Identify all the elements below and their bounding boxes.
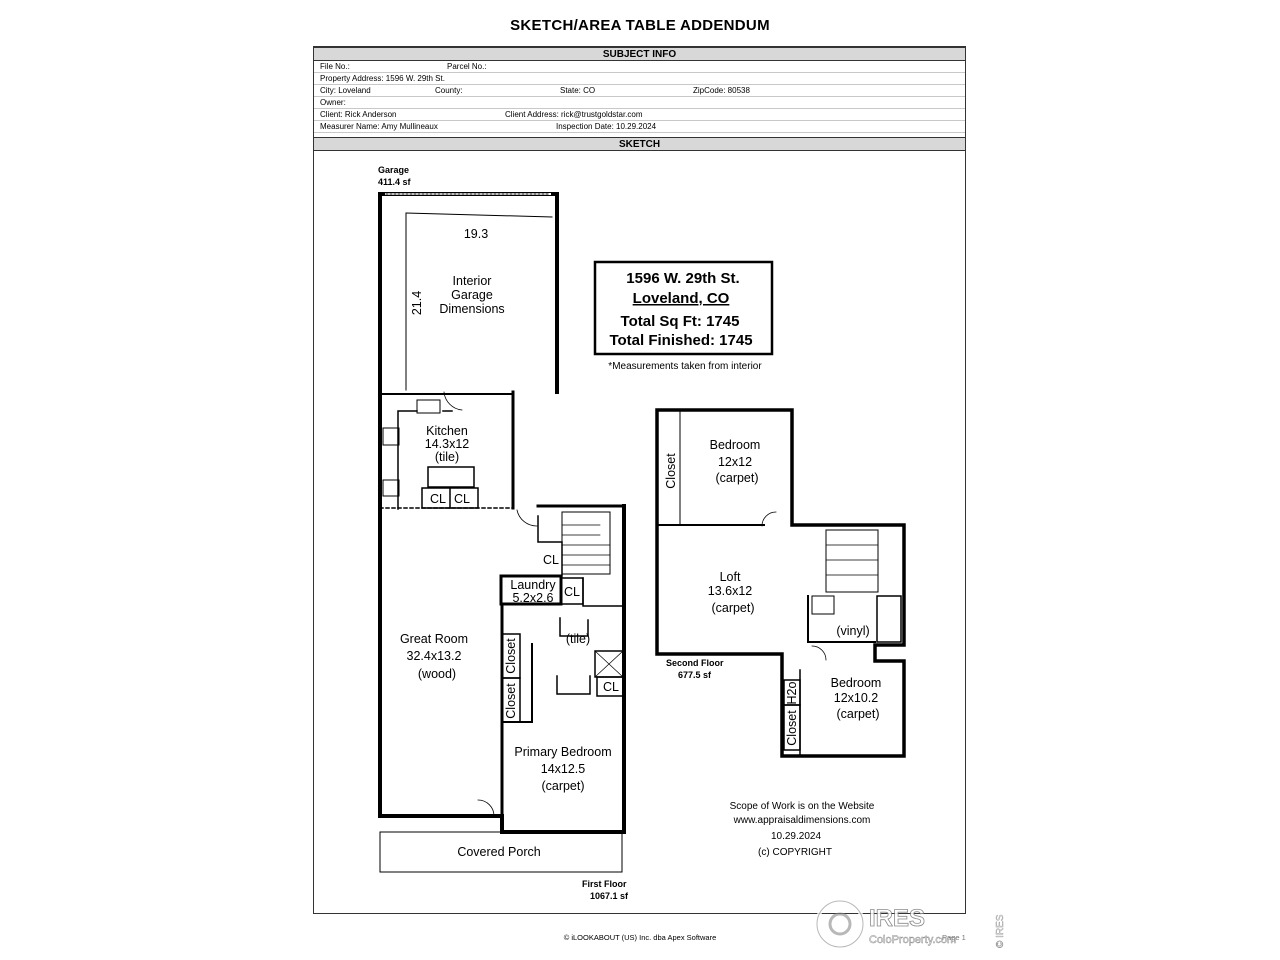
summary-total-finished: Total Finished: 1745 xyxy=(609,332,752,349)
summary-box xyxy=(593,260,774,356)
floor-plan-sketch: 19.3 21.4 Interior Garage Dimensions Kit… xyxy=(378,165,906,901)
bedroom2-closet: Closet xyxy=(785,710,799,746)
hall-cl: CL xyxy=(543,553,559,567)
covered-porch: Covered Porch xyxy=(457,845,540,859)
loft-name: Loft xyxy=(720,570,741,584)
bath-floor: (tile) xyxy=(566,632,590,646)
client-address: Client Address: rick@trustgoldstar.com xyxy=(505,110,643,119)
owner: Owner: xyxy=(320,98,346,107)
watermark-side: © IRES xyxy=(995,914,1006,948)
subject-info-header: SUBJECT INFO xyxy=(314,47,965,61)
zip-code: ZipCode: 80538 xyxy=(693,86,750,95)
measurer-name: Measurer Name: Amy Mullineaux xyxy=(320,122,438,131)
summary-address: 1596 W. 29th St. xyxy=(626,270,739,287)
second-floor-sf: 677.5 sf xyxy=(678,670,712,680)
garage-note-2: Garage xyxy=(451,288,493,302)
kitchen-size: 14.3x12 xyxy=(425,437,470,451)
summary-total-sqft: Total Sq Ft: 1745 xyxy=(621,313,740,330)
loft-size: 13.6x12 xyxy=(708,584,753,598)
bedroom2-name: Bedroom xyxy=(831,676,882,690)
great-room-floor: (wood) xyxy=(418,667,456,681)
water-heater: H2o xyxy=(785,681,799,704)
city: City: Loveland xyxy=(320,86,371,95)
upstairs-bath-floor: (vinyl) xyxy=(836,624,869,638)
bedroom2-size: 12x10.2 xyxy=(834,691,879,705)
footer-copyright: © iLOOKABOUT (US) Inc. dba Apex Software xyxy=(563,933,717,942)
upstairs-bedroom-size: 12x12 xyxy=(718,455,752,469)
bedroom2-floor: (carpet) xyxy=(836,707,879,721)
garage-label: Garage xyxy=(378,165,409,175)
upstairs-closet: Closet xyxy=(664,453,678,489)
measurement-note: *Measurements taken from interior xyxy=(608,361,762,372)
ires-watermark: IRES ColoProperty.com © IRES xyxy=(815,899,1006,949)
garage-note-3: Dimensions xyxy=(439,302,504,316)
primary-closet-1: Closet xyxy=(504,638,518,674)
garage-width-line xyxy=(405,212,553,218)
info-row-file: File No.: Parcel No.: xyxy=(314,61,965,73)
state: State: CO xyxy=(560,86,596,95)
laundry-size: 5.2x2.6 xyxy=(512,591,553,605)
primary-bedroom-name: Primary Bedroom xyxy=(514,745,611,759)
page-title: SKETCH/AREA TABLE ADDENDUM xyxy=(510,17,770,34)
info-row-owner: Owner: xyxy=(314,97,965,109)
inspection-date: Inspection Date: 10.29.2024 xyxy=(556,122,657,131)
great-room-name: Great Room xyxy=(400,632,468,646)
watermark-site: ColoProperty.com xyxy=(869,934,956,946)
scope-line-4: (c) COPYRIGHT xyxy=(758,847,832,858)
garage-note-1: Interior xyxy=(453,274,492,288)
info-row-client: Client: Rick Anderson Client Address: ri… xyxy=(314,109,965,121)
upstairs-bedroom-name: Bedroom xyxy=(710,438,761,452)
garage-depth: 21.4 xyxy=(410,291,424,315)
upstairs-bedroom-floor: (carpet) xyxy=(715,471,758,485)
scope-line-3: 10.29.2024 xyxy=(771,831,821,842)
client: Client: Rick Anderson xyxy=(320,110,397,119)
first-floor-label: First Floor xyxy=(582,879,627,889)
parcel-no: Parcel No.: xyxy=(447,62,487,71)
scope-line-1: Scope of Work is on the Website xyxy=(730,801,875,812)
kitchen-name: Kitchen xyxy=(426,424,468,438)
second-floor-walls xyxy=(655,408,906,758)
first-floor-walls xyxy=(378,390,626,834)
scope-line-2: www.appraisaldimensions.com xyxy=(733,815,871,826)
info-row-measurer: Measurer Name: Amy Mullineaux Inspection… xyxy=(314,121,965,133)
ires-logo-icon xyxy=(828,912,852,936)
garage-sf: 411.4 sf xyxy=(378,177,412,187)
laundry-name: Laundry xyxy=(510,578,556,592)
garage-width: 19.3 xyxy=(464,227,488,241)
file-no: File No.: xyxy=(320,62,350,71)
first-floor-sf: 1067.1 sf xyxy=(590,891,629,901)
loft-floor: (carpet) xyxy=(711,601,754,615)
page-number: Page 1 xyxy=(942,933,966,942)
watermark-brand: IRES xyxy=(869,905,925,932)
primary-bedroom-size: 14x12.5 xyxy=(541,762,586,776)
property-address: Property Address: 1596 W. 29th St. xyxy=(320,74,445,83)
summary-city: Loveland, CO xyxy=(633,290,730,307)
primary-closet-2: Closet xyxy=(504,683,518,719)
kitchen-cl-1: CL xyxy=(430,492,446,506)
bath-cl: CL xyxy=(603,680,619,694)
info-row-address: Property Address: 1596 W. 29th St. xyxy=(314,73,965,85)
second-floor-label: Second Floor xyxy=(666,658,724,668)
info-row-city: City: Loveland County: State: CO ZipCode… xyxy=(314,85,965,97)
kitchen-floor: (tile) xyxy=(435,450,459,464)
primary-bedroom-floor: (carpet) xyxy=(541,779,584,793)
sketch-header: SKETCH xyxy=(314,137,965,151)
kitchen-cl-2: CL xyxy=(454,492,470,506)
great-room-size: 32.4x13.2 xyxy=(407,649,462,663)
county: County: xyxy=(435,86,463,95)
addendum-frame: SUBJECT INFO File No.: Parcel No.: Prope… xyxy=(313,46,966,914)
laundry-cl: CL xyxy=(564,585,580,599)
